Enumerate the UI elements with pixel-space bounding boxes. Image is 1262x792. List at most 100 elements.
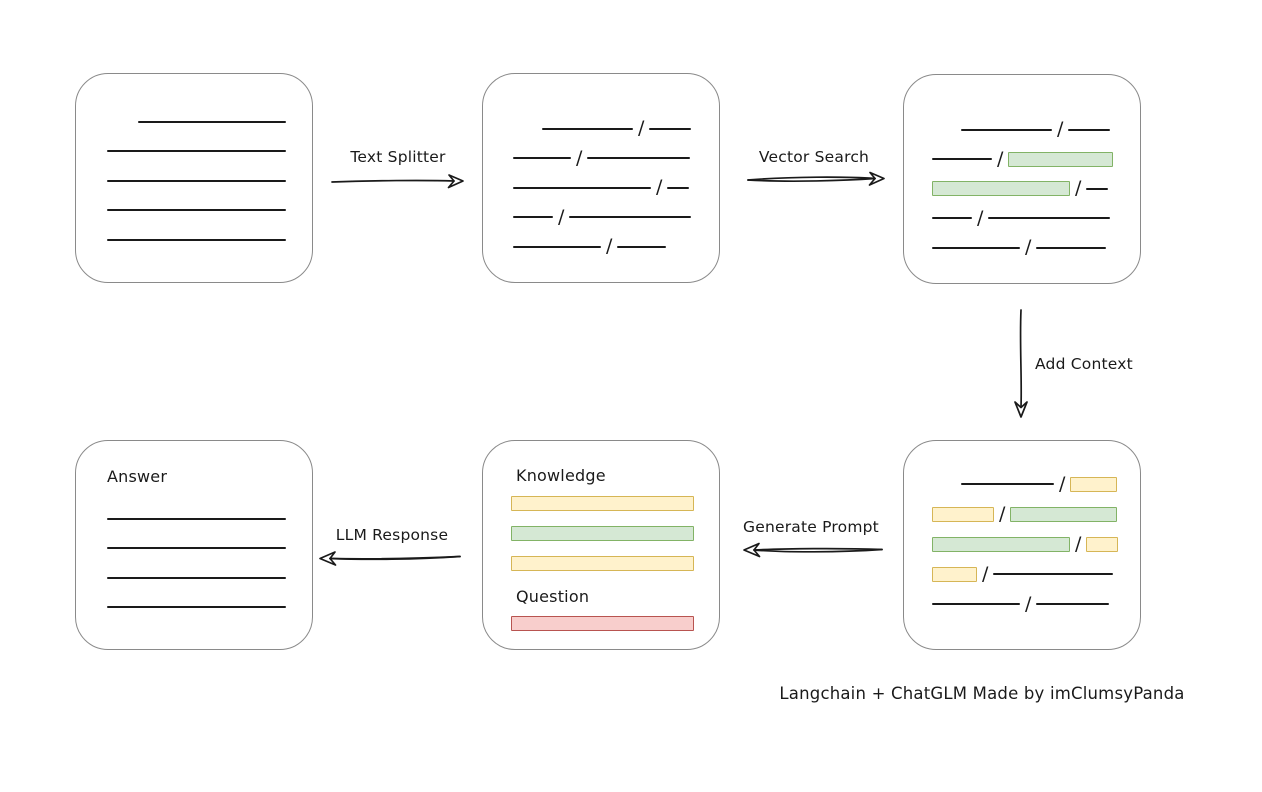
indent (107, 121, 138, 122)
arrow-head (868, 171, 885, 186)
text-row (107, 166, 312, 196)
text-line (569, 216, 692, 219)
text-line (513, 157, 571, 160)
split-chunks-box: ///// (482, 73, 720, 283)
text-row (511, 488, 719, 518)
arrow-line (331, 179, 455, 183)
text-row (107, 225, 312, 255)
text-row (107, 504, 312, 534)
text-row: / (932, 469, 1140, 499)
arrow-line-2 (329, 555, 461, 560)
text-line (107, 606, 286, 609)
text-row (107, 196, 312, 226)
text-line (107, 576, 286, 579)
arrow-line (1019, 309, 1023, 408)
text-line (961, 483, 1054, 485)
text-row: / (932, 233, 1140, 263)
document-box (75, 73, 313, 283)
document-lines (76, 74, 312, 255)
question-bars (511, 608, 719, 638)
indent (932, 129, 961, 130)
question-label: Question (516, 587, 590, 606)
llm-response-label: LLM Response (335, 526, 449, 544)
arrow-line-2 (747, 177, 876, 183)
text-row: / (513, 173, 719, 203)
matched-chunk-lines: ///// (904, 75, 1140, 263)
vector-search-arrow (747, 171, 885, 186)
text-row: / (513, 114, 719, 144)
text-line (961, 128, 1052, 131)
text-line (932, 217, 972, 220)
text-line (932, 158, 992, 161)
split-chunk-lines: ///// (483, 74, 719, 262)
yellow-highlight-bar (932, 506, 994, 522)
text-row: / (513, 203, 719, 233)
text-row: / (932, 204, 1140, 234)
text-line (932, 246, 1020, 249)
slash-separator: / (999, 502, 1006, 525)
knowledge-bars (511, 488, 719, 578)
text-line (107, 179, 286, 182)
text-row (107, 137, 312, 167)
text-splitter-arrow (331, 174, 464, 189)
text-line (107, 517, 286, 520)
generate-prompt-arrow (743, 542, 883, 558)
slash-separator: / (1025, 592, 1032, 615)
text-line (1036, 603, 1110, 605)
arrow-line (747, 176, 876, 181)
arrow-head (1014, 401, 1028, 418)
text-row: / (932, 145, 1140, 175)
answer-box: Answer (75, 440, 313, 650)
text-row (107, 107, 312, 137)
slash-separator: / (606, 235, 613, 258)
text-row: / (932, 529, 1140, 559)
prompt-box: Knowledge Question (482, 440, 720, 650)
text-line (138, 120, 286, 123)
yellow-highlight-bar (1086, 536, 1119, 552)
llm-response-arrow (319, 551, 461, 566)
text-row (511, 548, 719, 578)
credit-caption: Langchain + ChatGLM Made by imClumsyPand… (779, 684, 1185, 703)
indent (932, 484, 961, 485)
text-row (511, 518, 719, 548)
yellow-highlight-bar (932, 566, 977, 582)
arrow-head (743, 542, 761, 558)
text-line (993, 573, 1114, 575)
yellow-highlight-bar (511, 555, 694, 571)
text-row: / (513, 144, 719, 174)
green-highlight-bar (932, 536, 1070, 552)
text-line (649, 127, 692, 130)
slash-separator: / (982, 562, 989, 585)
slash-separator: / (576, 146, 583, 169)
arrow-head (447, 174, 464, 189)
text-line (107, 150, 286, 153)
slash-separator: / (1075, 177, 1082, 200)
knowledge-label: Knowledge (516, 466, 606, 485)
text-line (1036, 246, 1107, 249)
text-line (1068, 128, 1111, 131)
text-line (513, 216, 553, 219)
text-splitter-label: Text Splitter (350, 148, 446, 166)
slash-separator: / (558, 205, 565, 228)
text-row (107, 593, 312, 623)
slash-separator: / (1059, 472, 1066, 495)
text-line (542, 127, 633, 130)
matched-chunks-box: ///// (903, 74, 1141, 284)
generate-prompt-label: Generate Prompt (743, 518, 879, 536)
slash-separator: / (1057, 118, 1064, 141)
text-line (617, 245, 667, 248)
red-highlight-bar (511, 615, 694, 631)
text-line (932, 603, 1020, 605)
indent (513, 128, 542, 129)
context-chunks-box: / / / / / (903, 440, 1141, 650)
answer-label: Answer (107, 467, 168, 486)
text-line (513, 245, 601, 248)
vector-search-label: Vector Search (758, 148, 870, 166)
text-line (107, 547, 286, 550)
slash-separator: / (1075, 532, 1082, 555)
text-line (107, 209, 286, 212)
arrow-head (319, 551, 337, 566)
text-line (667, 186, 690, 189)
text-line (107, 238, 286, 241)
slash-separator: / (1025, 236, 1032, 259)
